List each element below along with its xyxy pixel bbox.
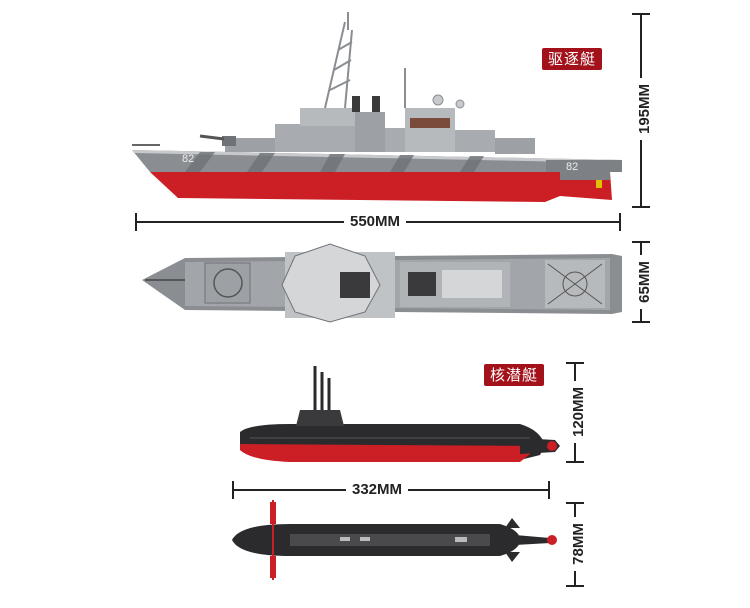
submarine-top-view (232, 500, 557, 580)
destroyer-tag: 驱逐艇 (542, 48, 603, 70)
destroyer-top-view (142, 243, 622, 323)
bow-hull-number: 82 (182, 153, 195, 165)
destroyer-length-label: 550MM (344, 213, 407, 231)
destroyer-side-view (132, 12, 622, 202)
submarine-side-view (240, 366, 560, 462)
stern-hull-number: 82 (566, 161, 579, 173)
submarine-length-label: 332MM (346, 481, 409, 499)
destroyer-height-label: 195MM (636, 78, 654, 140)
submarine-width-label: 78MM (570, 517, 588, 571)
submarine-tag: 核潜艇 (484, 364, 545, 386)
destroyer-width-label: 65MM (636, 255, 654, 309)
submarine-height-label: 120MM (570, 381, 588, 443)
